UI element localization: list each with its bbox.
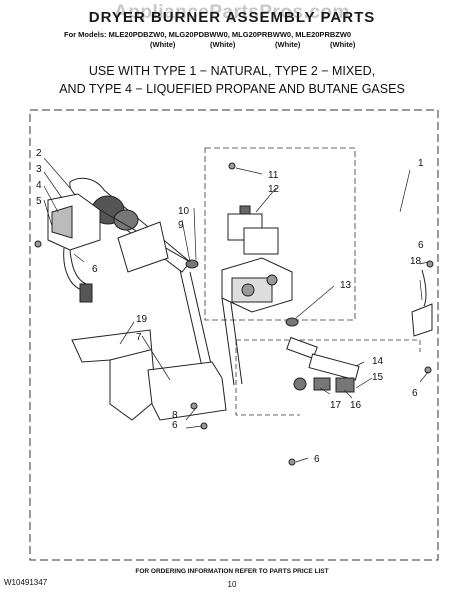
model-color-4: (White) <box>330 40 356 49</box>
callout-5: 5 <box>36 196 42 207</box>
callout-17: 17 <box>330 400 342 411</box>
orifice <box>185 259 299 327</box>
callout-1: 1 <box>418 158 424 169</box>
callout-6-c: 6 <box>412 388 418 399</box>
callout-14: 14 <box>372 356 384 367</box>
gas-pipe <box>286 336 360 381</box>
callout-9: 9 <box>178 220 184 231</box>
model-color-3: (White) <box>275 40 301 49</box>
callout-11: 11 <box>268 170 279 181</box>
assembly-boundary <box>29 109 439 561</box>
model-list: For Models: MLE20PDBZW0, MLG20PDBWW0, ML… <box>64 30 352 39</box>
callout-6-d: 6 <box>172 420 178 431</box>
callout-8: 8 <box>172 410 178 421</box>
gas-valve <box>221 257 293 313</box>
callout-2: 2 <box>36 148 42 159</box>
igniter-wires <box>63 247 93 303</box>
model-color-1: (White) <box>150 40 176 49</box>
valve-coils <box>227 205 279 255</box>
callout-3: 3 <box>36 164 42 175</box>
usage-line-1: USE WITH TYPE 1 − NATURAL, TYPE 2 − MIXE… <box>88 64 376 78</box>
fittings <box>293 377 355 393</box>
callout-15: 15 <box>372 372 384 383</box>
callout-18: 18 <box>410 256 422 267</box>
callout-6-a: 6 <box>418 240 424 251</box>
watermark: AppliancePartsPros.com <box>114 2 350 23</box>
callout-16: 16 <box>350 400 362 411</box>
right-bracket <box>411 269 433 337</box>
valve-boundary <box>204 147 356 321</box>
callout-4: 4 <box>36 180 42 191</box>
callout-13: 13 <box>340 280 352 291</box>
page-number: 10 <box>227 580 237 589</box>
page-header: AppliancePartsPros.com DRYER BURNER ASSE… <box>0 0 464 60</box>
model-color-2: (White) <box>210 40 236 49</box>
mounting-bracket <box>71 329 157 421</box>
leader-lines <box>43 157 429 463</box>
callout-12: 12 <box>268 184 280 195</box>
callout-7: 7 <box>136 332 142 343</box>
callout-19: 19 <box>136 314 148 325</box>
page-title: DRYER BURNER ASSEMBLY PARTS <box>88 9 376 26</box>
document-number: W10491347 <box>4 578 48 587</box>
flame-plate <box>117 221 169 273</box>
usage-line-2: AND TYPE 4 − LIQUEFIED PROPANE AND BUTAN… <box>59 82 405 96</box>
callout-6-e: 6 <box>314 454 320 465</box>
callout-6-b: 6 <box>92 264 98 275</box>
callout-10: 10 <box>178 206 190 217</box>
ordering-note: FOR ORDERING INFORMATION REFER TO PARTS … <box>135 568 329 575</box>
